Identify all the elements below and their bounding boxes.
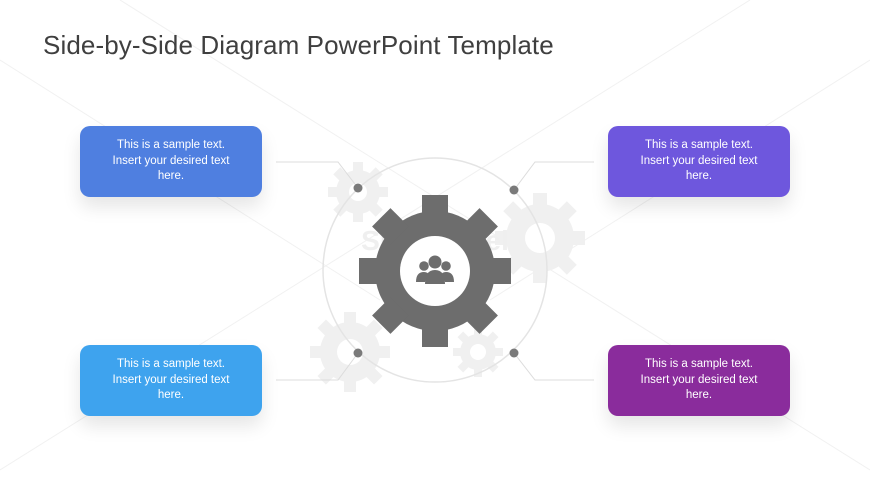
card-line-2: Insert your desired text <box>640 154 758 167</box>
text-card-bottom-left: This is a sample text. Insert your desir… <box>80 345 262 416</box>
connector-bottom-left <box>276 352 359 381</box>
connector-top-right <box>513 161 594 191</box>
text-card-top-right: This is a sample text. Insert your desir… <box>608 126 790 197</box>
card-line-3: here. <box>685 170 713 183</box>
decor-gear-bottom-right-icon <box>453 327 503 377</box>
connector-bottom-right <box>513 352 594 381</box>
card-line-3: here. <box>157 389 185 402</box>
card-line-1: This is a sample text. <box>116 139 225 152</box>
card-line-3: here. <box>685 389 713 402</box>
card-line-2: Insert your desired text <box>112 373 230 386</box>
center-gear-icon <box>359 195 511 347</box>
card-line-1: This is a sample text. <box>644 358 753 371</box>
decor-gear-bottom-left-icon <box>310 312 390 392</box>
connector-top-left <box>276 161 359 189</box>
card-line-2: Insert your desired text <box>640 373 758 386</box>
center-ring <box>322 157 548 383</box>
connector-lines <box>276 161 594 381</box>
text-card-bottom-right: This is a sample text. Insert your desir… <box>608 345 790 416</box>
page-title: Side-by-Side Diagram PowerPoint Template <box>43 30 554 60</box>
dot-top-right <box>509 185 519 195</box>
dot-bottom-right <box>509 348 519 358</box>
users-group-icon <box>416 255 454 284</box>
card-line-2: Insert your desired text <box>112 154 230 167</box>
card-line-3: here. <box>157 170 185 183</box>
dot-bottom-left <box>353 348 363 358</box>
card-line-1: This is a sample text. <box>116 358 225 371</box>
text-card-top-left: This is a sample text. Insert your desir… <box>80 126 262 197</box>
card-line-1: This is a sample text. <box>644 139 753 152</box>
decorative-gears <box>310 162 585 392</box>
dot-top-left <box>353 183 363 193</box>
connector-dots <box>353 183 519 358</box>
